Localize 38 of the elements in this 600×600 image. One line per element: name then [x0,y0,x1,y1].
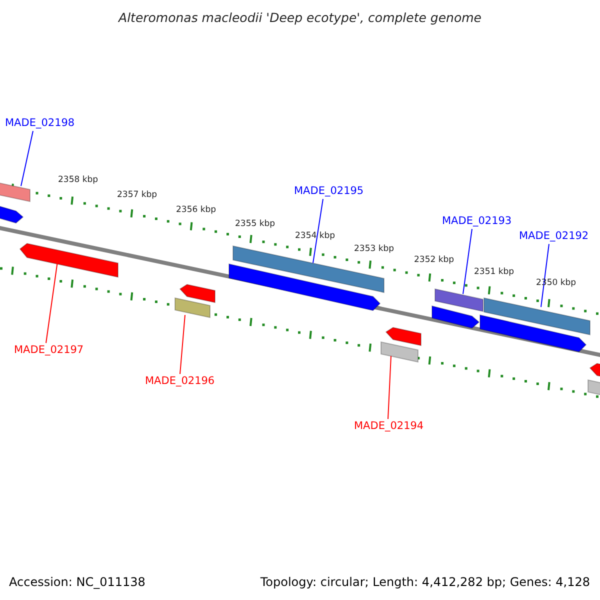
scale-label: 2354 kbp [295,231,336,241]
title: Alteromonas macleodii 'Deep ecotype', complete genome [117,10,482,25]
gene-bar [0,181,30,202]
gene-feature [480,314,587,352]
leader-line [180,314,186,374]
scale-label: 2353 kbp [354,244,394,254]
leader-line [20,130,34,186]
gene-feature [179,284,216,304]
gene-feature [385,326,422,346]
gene-feature [0,204,24,224]
scale-label: 2358 kbp [58,175,98,185]
gene-bar [434,288,484,312]
gene-label: MADE_02195 [294,185,364,197]
gene-label: MADE_02198 [5,117,75,129]
gene-label: MADE_02194 [354,420,424,432]
gene-bar [484,297,590,336]
gene-feature [228,263,381,312]
leader-line [312,198,324,264]
gene-bar [588,379,600,398]
scale-label: 2356 kbp [176,205,216,215]
leader-line [388,356,392,420]
accession-text: Accession: NC_011138 [9,575,146,589]
gene-bar [380,341,418,363]
scale-label: 2355 kbp [235,219,276,229]
genome-summary-text: Topology: circular; Length: 4,412,282 bp; Genes: 4,128 [260,575,590,589]
scale-label: 2352 kbp [414,255,454,265]
scale-label: 2351 kbp [474,267,514,277]
gene-feature [589,362,600,379]
gene-label: MADE_02192 [519,230,589,242]
gene-feature [19,242,118,278]
gene-bar [174,297,210,318]
leader-line [462,228,472,294]
gene-feature [432,305,480,329]
scale-label: 2357 kbp [117,190,158,200]
gene-label: MADE_02193 [442,215,512,227]
gene-label: MADE_02197 [14,344,84,356]
leader-line [540,244,550,308]
gene-label: MADE_02196 [145,375,215,387]
